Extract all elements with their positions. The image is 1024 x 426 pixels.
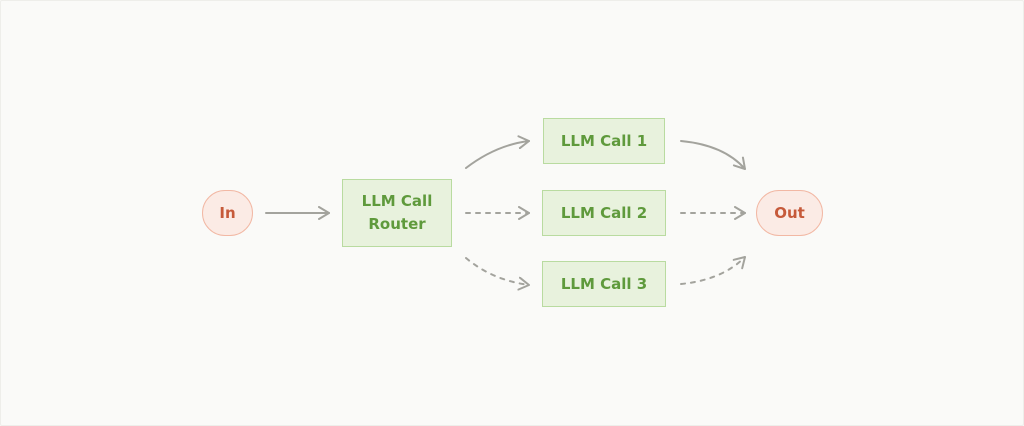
arrow-call1-to-out — [680, 140, 746, 170]
input-node-label: In — [219, 204, 236, 222]
llm-call-3-node: LLM Call 3 — [542, 261, 666, 307]
router-node-label-line2: Router — [368, 215, 426, 233]
arrow-call3-to-out — [680, 256, 746, 285]
output-node: Out — [756, 190, 823, 236]
llm-call-2-node: LLM Call 2 — [542, 190, 666, 236]
llm-call-2-label: LLM Call 2 — [560, 203, 648, 222]
llm-call-3-label: LLM Call 3 — [560, 274, 648, 293]
arrow-router-to-call1 — [465, 135, 530, 169]
router-node: LLM Call Router — [342, 179, 452, 247]
llm-call-1-label: LLM Call 1 — [560, 131, 648, 150]
llm-call-1-node: LLM Call 1 — [543, 118, 665, 164]
arrow-router-to-call3 — [465, 257, 530, 291]
output-node-label: Out — [774, 204, 805, 222]
router-node-label-line1: LLM Call — [361, 192, 433, 210]
input-node: In — [202, 190, 253, 236]
